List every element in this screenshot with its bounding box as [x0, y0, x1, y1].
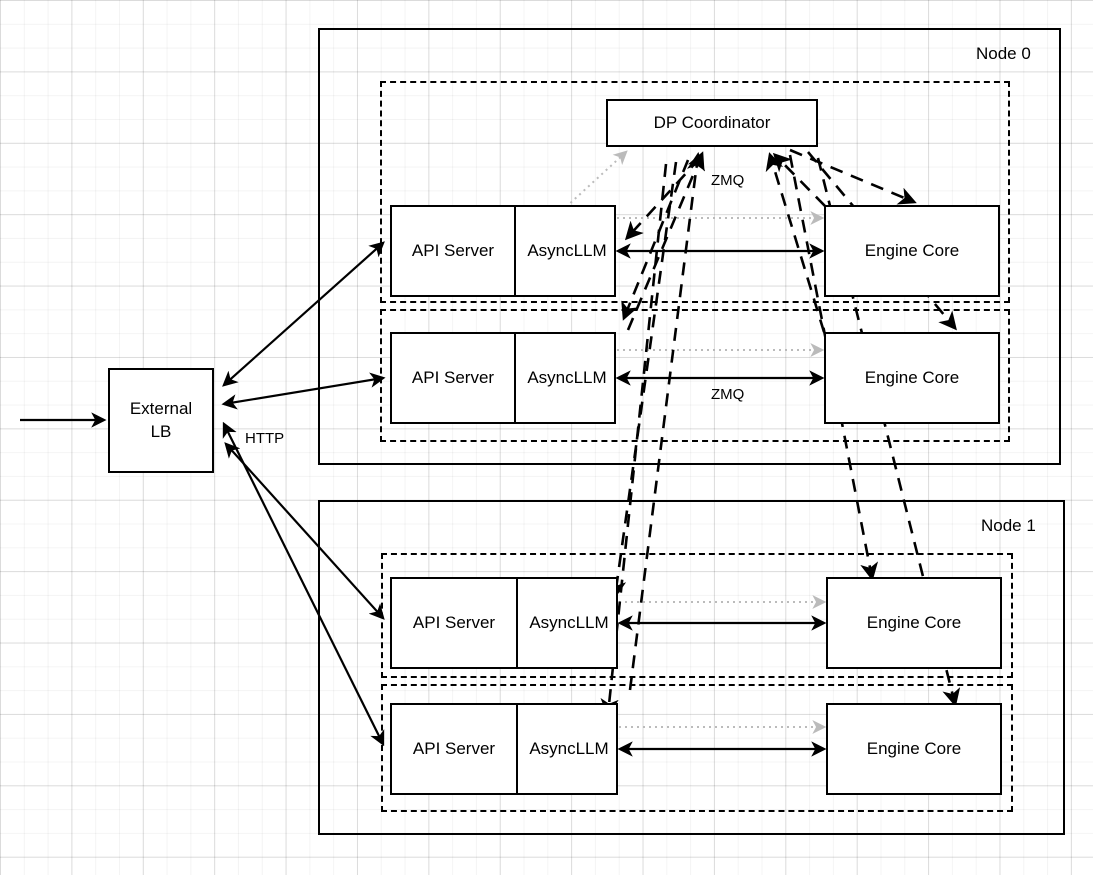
api-server-unit-node1-group0[interactable]: API Server AsyncLLM: [390, 577, 618, 669]
engine-core-box-node0-group0[interactable]: Engine Core: [824, 205, 1000, 297]
node-label-node1: Node 1: [981, 516, 1036, 535]
api-server-unit-node0-group1[interactable]: API Server AsyncLLM: [390, 332, 616, 424]
node-label-node0: Node 0: [976, 44, 1031, 63]
async-llm-label: AsyncLLM: [516, 705, 620, 793]
async-llm-label: AsyncLLM: [514, 207, 618, 295]
external-lb-box[interactable]: External LB: [108, 368, 214, 473]
edge-label-zmq-top: ZMQ: [711, 172, 745, 189]
dp-group-node0-group0: [380, 81, 1010, 303]
api-server-unit-node0-group0[interactable]: API Server AsyncLLM: [390, 205, 616, 297]
dp-group-node0-group1: [380, 309, 1010, 442]
engine-core-box-node1-group1[interactable]: Engine Core: [826, 703, 1002, 795]
dp-coordinator-box[interactable]: DP Coordinator: [606, 99, 818, 147]
api-server-label: API Server: [411, 241, 495, 260]
api-server-label: API Server: [412, 739, 496, 758]
engine-core-box-node0-group1[interactable]: Engine Core: [824, 332, 1000, 424]
async-llm-label: AsyncLLM: [516, 579, 620, 667]
api-server-label: API Server: [412, 613, 496, 632]
api-server-unit-node1-group1[interactable]: API Server AsyncLLM: [390, 703, 618, 795]
external-lb-label-line1: External: [129, 398, 193, 418]
edge-label-http: HTTP: [245, 430, 285, 447]
api-server-label: API Server: [411, 368, 495, 387]
dp-group-node1-group0: [381, 553, 1013, 678]
engine-core-box-node1-group0[interactable]: Engine Core: [826, 577, 1002, 669]
node-container-node1: [318, 500, 1065, 835]
external-lb-label-line2: LB: [150, 421, 172, 441]
node-container-node0: [318, 28, 1061, 465]
async-llm-label: AsyncLLM: [514, 334, 618, 422]
dp-group-node1-group1: [381, 684, 1013, 812]
edge-label-zmq-mid: ZMQ: [711, 386, 745, 403]
